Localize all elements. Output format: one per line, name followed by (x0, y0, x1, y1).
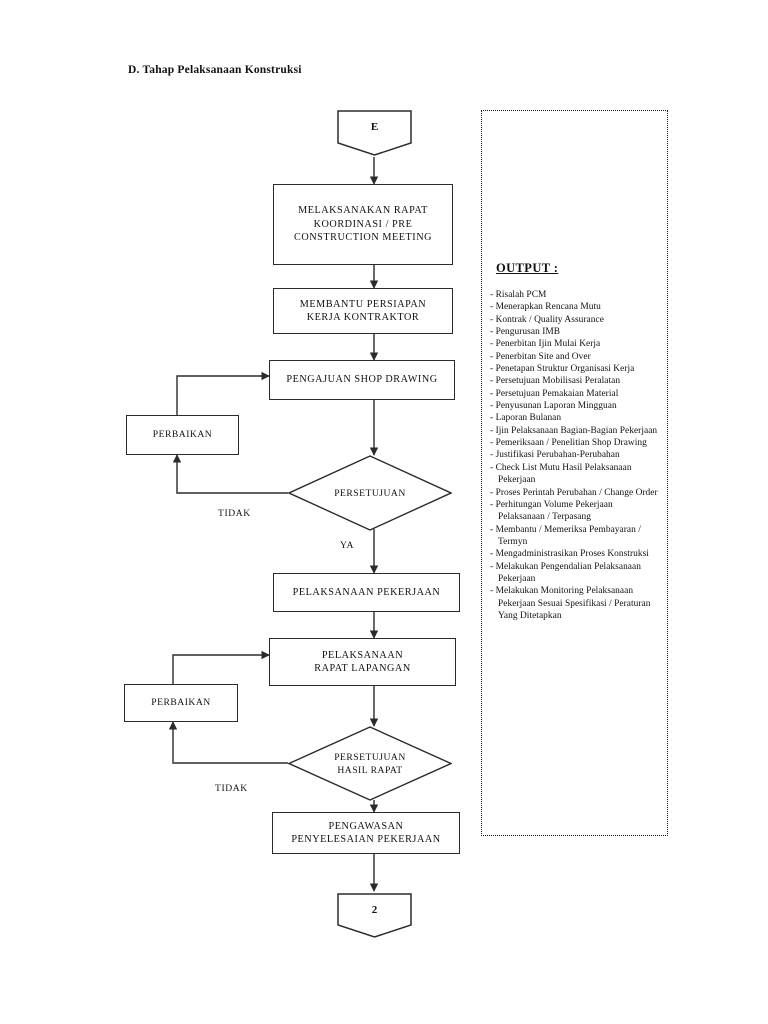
pentagon-shape-icon (337, 110, 412, 156)
output-list-item: - Penerbitan Ijin Mulai Kerja (490, 339, 601, 350)
node-pengawasan-text: PENGAWASAN PENYELESAIAN PEKERJAAN (285, 820, 446, 847)
output-panel-title: OUTPUT : (496, 261, 559, 275)
output-list-item: - Kontrak / Quality Assurance (490, 314, 604, 325)
output-list-item: - Laporan Bulanan (490, 413, 562, 424)
diamond-shape-icon (288, 726, 452, 801)
node-shop-drawing-text: PENGAJUAN SHOP DRAWING (286, 374, 438, 386)
edge-label-tidak-2: TIDAK (215, 783, 248, 794)
diamond-shape-icon (288, 455, 452, 531)
wire-perbaikan1-to-shop (176, 371, 270, 415)
node-rapat-lapangan[interactable]: PELAKSANAAN RAPAT LAPANGAN (269, 638, 456, 686)
wire-perbaikan2-to-rapatlapangan (172, 650, 270, 684)
node-persetujuan-1-text: PERSETUJUAN (334, 487, 406, 499)
output-list-item: - Pemeriksaan / Penelitian Shop Drawing (490, 438, 647, 449)
rapat-lapangan-line-2: RAPAT LAPANGAN (314, 663, 411, 674)
connector-2-label: 2 (371, 903, 378, 916)
output-list-item: - Penetapan Struktur Organisasi Kerja (490, 364, 635, 375)
output-list-item: - Membantu / Memeriksa Pembayaran / Term… (490, 524, 641, 547)
output-list-item: - Melakukan Pengendalian Pelaksanaan Pek… (490, 561, 641, 584)
node-pengawasan[interactable]: PENGAWASAN PENYELESAIAN PEKERJAAN (272, 812, 460, 854)
output-list-item: - Risalah PCM (490, 290, 547, 300)
output-list-item: - Persetujuan Mobilisasi Peralatan (490, 376, 621, 387)
connector-e[interactable]: E (337, 110, 412, 156)
node-perbaikan-2-text: PERBAIKAN (151, 697, 211, 709)
node-shop-drawing[interactable]: PENGAJUAN SHOP DRAWING (269, 360, 455, 400)
persiapan-kerja-line-1: MEMBANTU PERSIAPAN (299, 298, 427, 310)
wire-persetujuan2-tidak (168, 721, 288, 764)
output-list-item: - Penyusunan Laporan Mingguan (490, 401, 617, 412)
output-list-item: - Melakukan Monitoring Pelaksanaan Peker… (490, 586, 651, 621)
pentagon-shape-icon (337, 893, 412, 938)
wire-persetujuan1-tidak (172, 454, 288, 494)
persiapan-kerja-line-2: KERJA KONTRAKTOR (306, 312, 420, 323)
page-title: D. Tahap Pelaksanaan Konstruksi (128, 64, 302, 76)
node-persetujuan-1[interactable]: PERSETUJUAN (288, 455, 452, 531)
output-list-item: - Check List Mutu Hasil Pelaksanaan Peke… (490, 462, 632, 486)
node-pelaksanaan-pekerjaan-text: PELAKSANAAN PEKERJAAN (292, 586, 441, 598)
rapat-lapangan-line-1: PELAKSANAAN (321, 649, 404, 661)
persetujuan-2-line-1: PERSETUJUAN (334, 751, 406, 763)
node-pelaksanaan-pekerjaan[interactable]: PELAKSANAAN PEKERJAAN (273, 573, 460, 612)
node-rapat-koordinasi[interactable]: MELAKSANAKAN RAPAT KOORDINASI / PRE CONS… (273, 184, 453, 265)
edge-label-ya-1: YA (340, 540, 354, 551)
rapat-koordinasi-line-1: MELAKSANAKAN RAPAT (298, 205, 428, 217)
node-perbaikan-2[interactable]: PERBAIKAN (124, 684, 238, 722)
node-persiapan-kerja-text: MEMBANTU PERSIAPAN KERJA KONTRAKTOR (294, 298, 432, 325)
output-list-item: - Perhitungan Volume Pekerjaan Pelaksana… (490, 499, 613, 523)
output-list-item: - Pengurusan IMB (490, 327, 561, 338)
node-persiapan-kerja[interactable]: MEMBANTU PERSIAPAN KERJA KONTRAKTOR (273, 288, 453, 334)
pengawasan-line-2: PENYELESAIAN PEKERJAAN (291, 834, 441, 845)
rapat-koordinasi-line-2: KOORDINASI / PRE (313, 218, 413, 230)
output-list-item: - Justifikasi Perubahan-Perubahan (490, 450, 620, 461)
connector-e-label: E (370, 121, 379, 134)
node-rapat-lapangan-text: PELAKSANAAN RAPAT LAPANGAN (308, 649, 417, 676)
node-perbaikan-1[interactable]: PERBAIKAN (126, 415, 239, 455)
output-item-list: - Risalah PCM- Menerapkan Rencana Mutu- … (490, 289, 661, 622)
node-rapat-koordinasi-text: MELAKSANAKAN RAPAT KOORDINASI / PRE CONS… (288, 204, 438, 245)
output-panel: OUTPUT : - Risalah PCM - Menerapkan Renca… (481, 110, 668, 836)
connector-2[interactable]: 2 (337, 893, 412, 938)
node-persetujuan-2[interactable]: PERSETUJUAN HASIL RAPAT (288, 726, 452, 801)
output-list-item: - Persetujuan Pemakaian Material (490, 388, 619, 399)
persetujuan-2-line-2: HASIL RAPAT (337, 764, 403, 776)
output-list-item: - Mengadministrasikan Proses Konstruksi (490, 549, 649, 560)
rapat-koordinasi-line-3: CONSTRUCTION MEETING (293, 232, 433, 244)
output-list-item: - Ijin Pelaksanaan Bagian-Bagian Pekerja… (490, 425, 658, 436)
output-list-item: - Penerbitan Site and Over (490, 351, 591, 362)
node-perbaikan-1-text: PERBAIKAN (152, 429, 213, 441)
pengawasan-line-1: PENGAWASAN (328, 820, 404, 832)
edge-label-tidak-1: TIDAK (218, 508, 251, 519)
output-list-item: - Proses Perintah Perubahan / Change Ord… (490, 487, 658, 498)
node-persetujuan-2-text: PERSETUJUAN HASIL RAPAT (288, 726, 452, 801)
output-list-item: - Menerapkan Rencana Mutu (490, 302, 601, 313)
